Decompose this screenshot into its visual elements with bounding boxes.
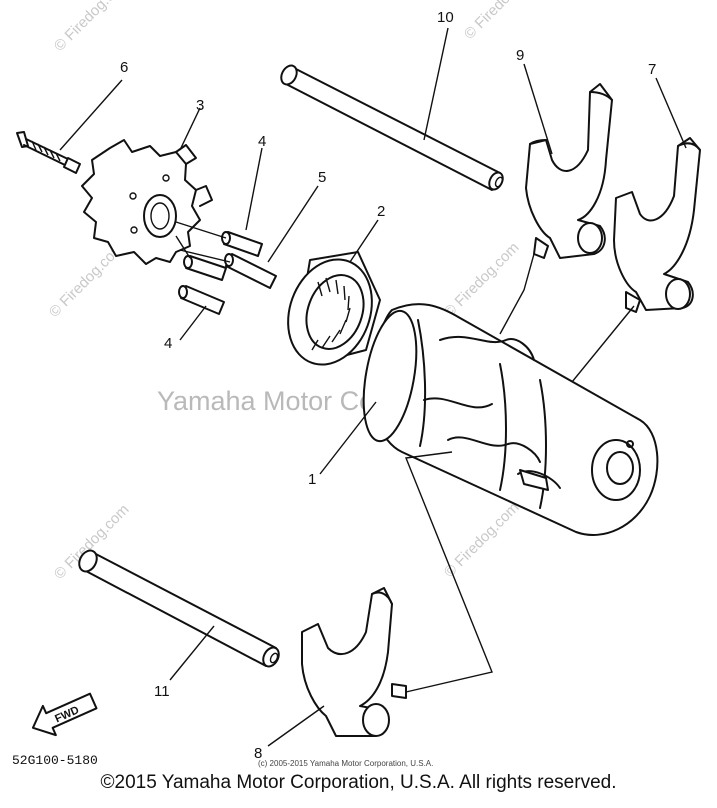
callout-7: 7 xyxy=(648,61,656,78)
part-9-shift-fork xyxy=(525,83,613,259)
callout-2: 2 xyxy=(377,203,385,220)
small-copyright: (c) 2005-2015 Yamaha Motor Corporation, … xyxy=(258,759,433,768)
callout-5: 5 xyxy=(318,169,326,186)
watermark-site-2: © Firedog.com xyxy=(461,0,543,43)
callout-1: 1 xyxy=(308,471,316,488)
callout-4-upper: 4 xyxy=(258,133,266,150)
callout-6: 6 xyxy=(120,59,128,76)
part-code: 52G100-5180 xyxy=(12,753,98,768)
callout-leaders xyxy=(59,27,687,747)
footer-copyright: ©2015 Yamaha Motor Corporation, U.S.A. A… xyxy=(100,772,617,793)
callout-3: 3 xyxy=(196,97,204,114)
part-11-shaft xyxy=(78,549,280,668)
part-7-shift-fork xyxy=(613,137,701,313)
callouts: 6 3 4 5 2 4 10 9 7 1 11 8 xyxy=(120,9,656,762)
part-6-bolt xyxy=(16,131,81,174)
watermark-site-4: © Firedog.com xyxy=(441,239,523,321)
part-4-5-pins xyxy=(175,221,277,315)
callout-9: 9 xyxy=(516,47,524,64)
fwd-arrow: FWD xyxy=(31,692,98,737)
callout-4-lower: 4 xyxy=(164,335,172,352)
part-3-segment xyxy=(81,139,213,265)
part-1-shift-drum xyxy=(362,303,659,536)
watermark-site-6: © Firedog.com xyxy=(441,499,523,581)
part-10-shaft xyxy=(280,64,504,191)
part-8-shift-fork xyxy=(301,587,407,737)
callout-8: 8 xyxy=(254,745,262,762)
callout-11: 11 xyxy=(154,683,170,700)
part-2-bearing xyxy=(287,251,381,366)
routing-lines xyxy=(405,253,635,693)
watermark-site-1: © Firedog.com xyxy=(51,0,133,55)
callout-10: 10 xyxy=(437,9,454,26)
